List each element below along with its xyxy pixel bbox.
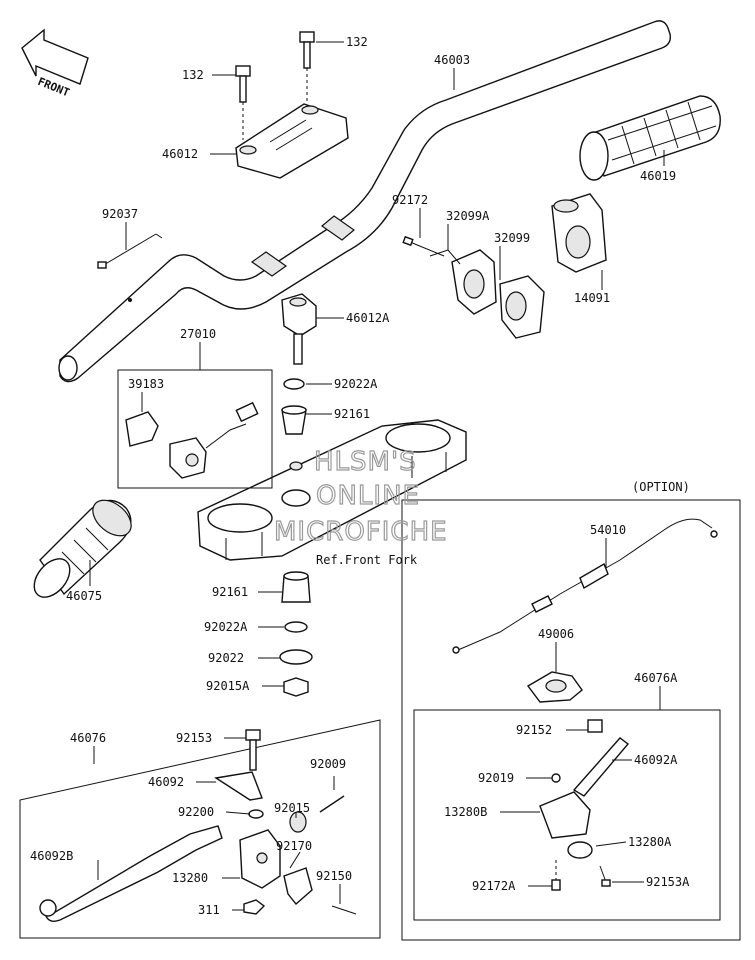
label-92015: 92015 bbox=[274, 801, 310, 815]
handlebar-lower-clamp bbox=[281, 293, 317, 365]
clutch-lever bbox=[39, 825, 223, 922]
kill-switch bbox=[169, 401, 259, 479]
label-49006: 49006 bbox=[538, 627, 574, 641]
part-labels: 132 132 46003 46012 46019 92037 92172 32… bbox=[30, 35, 690, 917]
watermark-line-3: MICROFICHE bbox=[274, 517, 448, 547]
label-92153: 92153 bbox=[176, 731, 212, 745]
clutch-cable bbox=[452, 518, 718, 654]
label-92150: 92150 bbox=[316, 869, 352, 883]
label-92019: 92019 bbox=[478, 771, 514, 785]
rubber-damper-upper bbox=[281, 405, 307, 435]
switch-clamp bbox=[125, 411, 159, 447]
label-92170: 92170 bbox=[276, 839, 312, 853]
label-46092b: 46092B bbox=[30, 849, 73, 863]
label-92161-top: 92161 bbox=[334, 407, 370, 421]
label-92172: 92172 bbox=[392, 193, 428, 207]
label-92009: 92009 bbox=[310, 757, 346, 771]
label-92015a: 92015A bbox=[206, 679, 250, 693]
grip-right bbox=[579, 95, 721, 181]
label-13280: 13280 bbox=[172, 871, 208, 885]
label-92022a-bottom: 92022A bbox=[204, 620, 248, 634]
label-54010: 54010 bbox=[590, 523, 626, 537]
nut-lower bbox=[283, 677, 309, 697]
leader-lines bbox=[89, 41, 665, 911]
grip-left bbox=[33, 499, 132, 598]
label-27010: 27010 bbox=[180, 327, 216, 341]
watermark: HLSM'S ONLINE MICROFICHE bbox=[273, 446, 448, 547]
throttle-housing-lower bbox=[499, 275, 545, 339]
label-92172a: 92172A bbox=[472, 879, 516, 893]
bolt-132-left bbox=[235, 65, 251, 140]
label-46076a: 46076A bbox=[634, 671, 678, 685]
label-46019: 46019 bbox=[640, 169, 676, 183]
upper-triple-clamp bbox=[197, 419, 467, 561]
housing-screw bbox=[402, 235, 445, 257]
throttle-housing-upper bbox=[451, 249, 497, 315]
washer-a-lower bbox=[284, 621, 308, 633]
label-311: 311 bbox=[198, 903, 220, 917]
label-32099: 32099 bbox=[494, 231, 530, 245]
label-46012a: 46012A bbox=[346, 311, 390, 325]
label-92153a: 92153A bbox=[646, 875, 690, 889]
label-46092: 46092 bbox=[148, 775, 184, 789]
label-92161-bottom: 92161 bbox=[212, 585, 248, 599]
lever-bracket bbox=[239, 829, 313, 906]
switch-assembly-box bbox=[117, 369, 273, 489]
rubber-damper-lower bbox=[281, 571, 311, 603]
label-46012: 46012 bbox=[162, 147, 198, 161]
bolt-132-right bbox=[299, 31, 315, 104]
lever-small-parts bbox=[214, 729, 357, 915]
hot-start-lever bbox=[526, 671, 583, 703]
label-132-left: 132 bbox=[182, 68, 204, 82]
option-box bbox=[401, 499, 741, 941]
option-lever-assembly bbox=[539, 719, 630, 891]
lever-assembly-box bbox=[19, 719, 381, 939]
label-92152: 92152 bbox=[516, 723, 552, 737]
washer-lower bbox=[279, 649, 313, 665]
cable-clip bbox=[97, 233, 163, 269]
ref-front-fork-note: Ref.Front Fork bbox=[316, 553, 418, 567]
label-132-right: 132 bbox=[346, 35, 368, 49]
label-32099a: 32099A bbox=[446, 209, 490, 223]
handlebar bbox=[58, 20, 672, 383]
label-46092a: 46092A bbox=[634, 753, 678, 767]
label-39183: 39183 bbox=[128, 377, 164, 391]
watermark-line-2: ONLINE bbox=[316, 481, 420, 511]
label-46076: 46076 bbox=[70, 731, 106, 745]
watermark-line-1: HLSM'S bbox=[314, 447, 417, 477]
handlebar-top-clamp bbox=[235, 103, 349, 179]
label-92200: 92200 bbox=[178, 805, 214, 819]
label-92022a-top: 92022A bbox=[334, 377, 378, 391]
label-13280a: 13280A bbox=[628, 835, 672, 849]
option-lever-box bbox=[413, 709, 721, 921]
label-92022: 92022 bbox=[208, 651, 244, 665]
washer-upper bbox=[283, 378, 305, 390]
label-13280b: 13280B bbox=[444, 805, 487, 819]
label-92037: 92037 bbox=[102, 207, 138, 221]
throttle-cover bbox=[551, 193, 607, 273]
label-14091: 14091 bbox=[574, 291, 610, 305]
label-46003: 46003 bbox=[434, 53, 470, 67]
option-label: (OPTION) bbox=[632, 480, 690, 494]
front-arrow-icon: FRONT bbox=[21, 28, 89, 100]
label-46075: 46075 bbox=[66, 589, 102, 603]
